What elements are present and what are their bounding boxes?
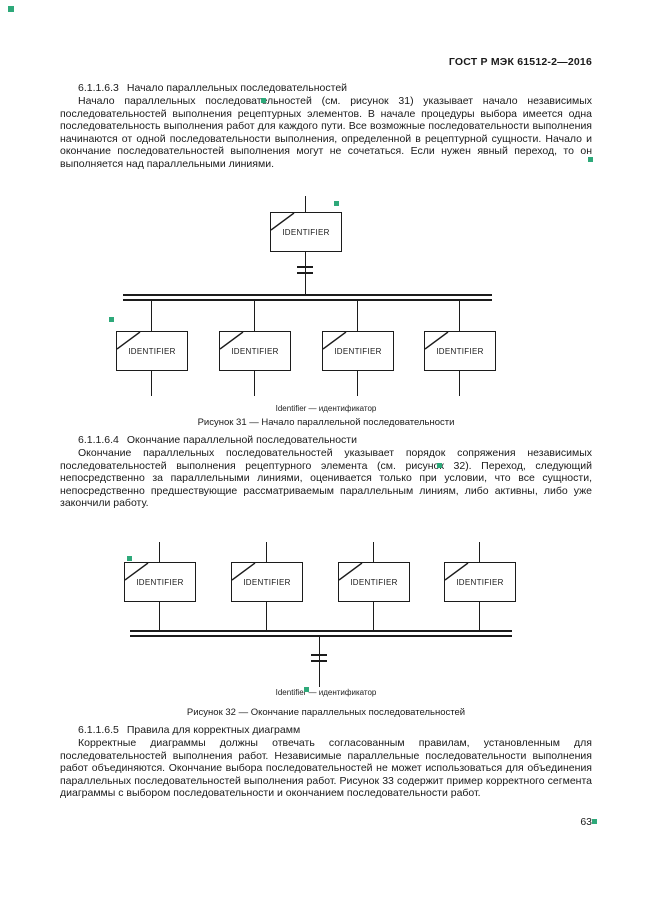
- scan-artifact: [109, 317, 114, 322]
- corner-cut-icon: [117, 332, 141, 350]
- figure-31-diagram: IDENTIFIER IDENTIFIER IDENTIFIER IDENTIF…: [0, 196, 646, 398]
- figure-32-caption: Рисунок 32 — Окончание параллельных посл…: [186, 707, 466, 718]
- box-label: IDENTIFIER: [436, 346, 484, 356]
- box-label: IDENTIFIER: [350, 577, 398, 587]
- connector-line: [357, 301, 359, 331]
- box-label: IDENTIFIER: [128, 346, 176, 356]
- scan-artifact: [261, 98, 266, 103]
- corner-cut-icon: [271, 213, 295, 231]
- recipe-element-box: IDENTIFIER: [424, 331, 496, 371]
- page-number: 63: [580, 816, 592, 828]
- section-heading-61165: 6.1.1.6.5 Правила для корректных диаграмм: [60, 724, 592, 736]
- recipe-element-box: IDENTIFIER: [322, 331, 394, 371]
- recipe-element-box: IDENTIFIER: [338, 562, 410, 602]
- transition-tick: [297, 266, 313, 268]
- transition-tick: [297, 272, 313, 274]
- recipe-element-box: IDENTIFIER: [231, 562, 303, 602]
- document-header: ГОСТ Р МЭК 61512-2—2016: [448, 56, 592, 68]
- figure-32-diagram: IDENTIFIER IDENTIFIER IDENTIFIER IDENTIF…: [0, 542, 646, 688]
- connector-line: [373, 542, 375, 562]
- recipe-element-box: IDENTIFIER: [444, 562, 516, 602]
- section-title: Окончание параллельной последовательност…: [126, 434, 357, 446]
- scan-artifact: [437, 463, 442, 468]
- connector-line: [479, 602, 481, 630]
- recipe-element-box: IDENTIFIER: [116, 331, 188, 371]
- corner-cut-icon: [125, 563, 149, 581]
- section-number: 6.1.1.6.3: [78, 82, 119, 94]
- figure-31-caption: Рисунок 31 — Начало параллельной последо…: [197, 417, 455, 428]
- connector-line: [151, 371, 153, 396]
- section-body-61164: Окончание параллельных последовательност…: [60, 447, 592, 510]
- connector-line: [254, 301, 256, 331]
- box-label: IDENTIFIER: [243, 577, 291, 587]
- connector-line: [159, 542, 161, 562]
- section-title: Начало параллельных последовательностей: [126, 82, 348, 94]
- connector-line: [266, 542, 268, 562]
- transition-tick: [311, 654, 327, 656]
- box-label: IDENTIFIER: [282, 227, 330, 237]
- transition-tick: [311, 660, 327, 662]
- parallel-bar: [130, 635, 512, 637]
- box-label: IDENTIFIER: [334, 346, 382, 356]
- corner-cut-icon: [425, 332, 449, 350]
- scan-artifact: [127, 556, 132, 561]
- connector-line: [151, 301, 153, 331]
- box-label: IDENTIFIER: [136, 577, 184, 587]
- connector-line: [254, 371, 256, 396]
- corner-cut-icon: [445, 563, 469, 581]
- parallel-bar: [130, 630, 512, 632]
- connector-line: [459, 301, 461, 331]
- corner-cut-icon: [220, 332, 244, 350]
- recipe-element-box: IDENTIFIER: [124, 562, 196, 602]
- connector-line: [266, 602, 268, 630]
- scan-artifact: [588, 157, 593, 162]
- connector-line: [305, 252, 307, 295]
- scan-artifact: [592, 819, 597, 824]
- scan-artifact: [8, 6, 14, 12]
- recipe-element-box: IDENTIFIER: [219, 331, 291, 371]
- recipe-element-box: IDENTIFIER: [270, 212, 342, 252]
- section-title: Правила для корректных диаграмм: [126, 724, 301, 736]
- box-label: IDENTIFIER: [231, 346, 279, 356]
- section-body-61163: Начало параллельных последовательностей …: [60, 95, 592, 170]
- section-heading-61163: 6.1.1.6.3 Начало параллельных последовате…: [60, 82, 592, 94]
- box-label: IDENTIFIER: [456, 577, 504, 587]
- parallel-bar: [123, 299, 492, 301]
- connector-line: [357, 371, 359, 396]
- connector-line: [319, 637, 321, 687]
- connector-line: [159, 602, 161, 630]
- section-number: 6.1.1.6.4: [78, 434, 119, 446]
- figure-31-legend: Identifier — идентификатор: [275, 404, 377, 413]
- section-body-61165: Корректные диаграммы должны отвечать сог…: [60, 737, 592, 800]
- corner-cut-icon: [232, 563, 256, 581]
- parallel-bar: [123, 294, 492, 296]
- corner-cut-icon: [339, 563, 363, 581]
- connector-line: [479, 542, 481, 562]
- section-number: 6.1.1.6.5: [78, 724, 119, 736]
- corner-cut-icon: [323, 332, 347, 350]
- section-heading-61164: 6.1.1.6.4 Окончание параллельной последов…: [60, 434, 592, 446]
- connector-line: [459, 371, 461, 396]
- figure-32-legend: Identifier — идентификатор: [275, 688, 377, 697]
- scan-artifact: [334, 201, 339, 206]
- scan-artifact: [304, 687, 309, 692]
- connector-line: [373, 602, 375, 630]
- connector-line: [305, 196, 307, 212]
